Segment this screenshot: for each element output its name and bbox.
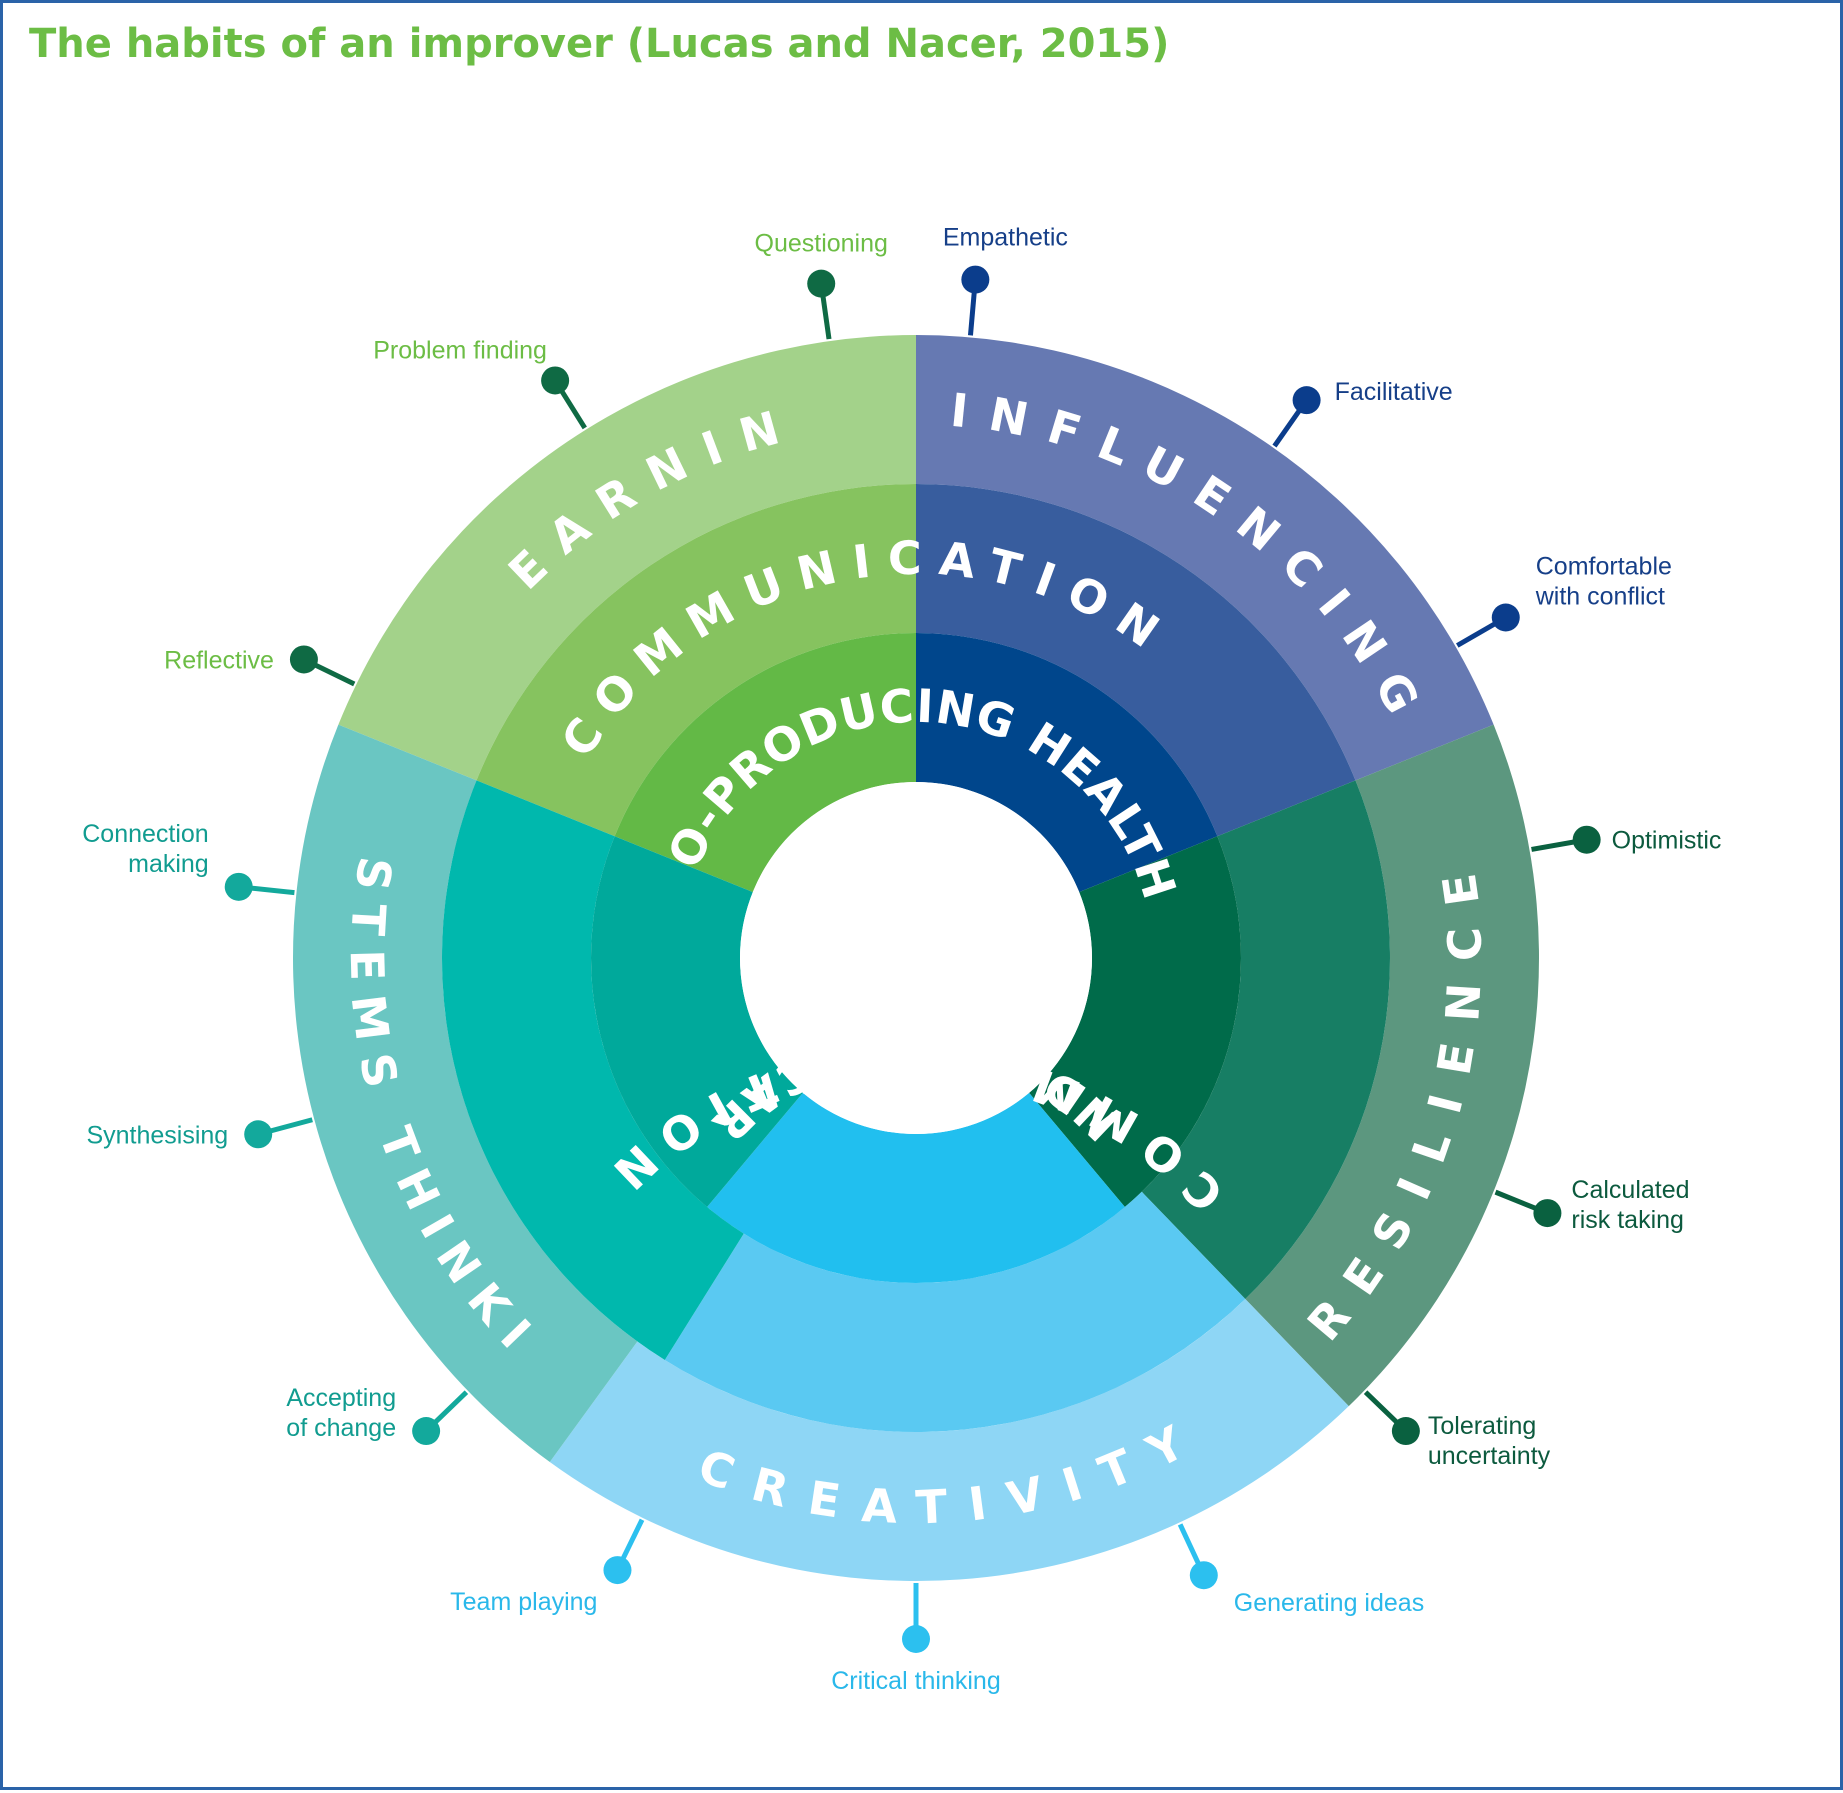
habit-dot	[1491, 603, 1520, 632]
middle-segment-influencing	[916, 484, 1356, 837]
inner-segment-creativity	[707, 1092, 1125, 1283]
page-title: The habits of an improver (Lucas and Nac…	[29, 21, 1170, 67]
habit-dot	[1533, 1199, 1562, 1228]
habit-label-generating-ideas: Generating ideas	[1234, 1589, 1424, 1617]
habit-label-critical-thinking: Critical thinking	[831, 1667, 1001, 1695]
habit-dot	[412, 1417, 441, 1446]
habit-dot	[1391, 1417, 1420, 1446]
habit-dot	[289, 645, 318, 674]
habit-label-questioning: Questioning	[755, 230, 888, 258]
habit-dot	[1292, 386, 1321, 415]
habit-label-problem-finding: Problem finding	[373, 336, 547, 364]
center-hole	[740, 782, 1092, 1134]
habit-dot	[603, 1556, 632, 1585]
habit-leaders	[224, 265, 1601, 1653]
middle-segment-learning	[476, 483, 916, 837]
habit-dot	[902, 1625, 930, 1653]
habit-dot	[961, 265, 990, 294]
habit-dot	[1189, 1561, 1218, 1590]
outer-segment-resilience	[1245, 724, 1539, 1407]
inner-segment-influencing	[916, 633, 1218, 893]
middle-segment-resilience	[1141, 780, 1390, 1299]
inner-segment-systems-thinking	[590, 836, 803, 1207]
habit-dot	[541, 366, 570, 395]
habit-dot	[224, 872, 253, 901]
habit-dot	[1572, 825, 1601, 854]
inner-segment-learning	[614, 633, 916, 893]
habit-label-team-playing: Team playing	[450, 1588, 597, 1616]
habit-label-synthesising: Synthesising	[86, 1121, 228, 1149]
habit-dot	[244, 1120, 273, 1149]
inner-segment-resilience	[1029, 836, 1241, 1207]
habit-label-empathetic: Empathetic	[943, 224, 1068, 252]
habits-wheel: LEARNINGINFLUENCINGRESILIENCECREATIVITYS…	[3, 3, 1721, 1695]
habit-label-reflective: Reflective	[164, 646, 274, 674]
outer-segment-creativity	[549, 1298, 1349, 1581]
habit-label-optimistic: Optimistic	[1612, 827, 1722, 855]
middle-segment-systems-thinking	[441, 780, 744, 1360]
habit-dot	[807, 269, 836, 298]
habit-label-facilitative: Facilitative	[1335, 378, 1453, 406]
outer-segment-systems-thinking	[293, 724, 638, 1463]
outer-segment-influencing	[916, 335, 1494, 781]
outer-segment-learning	[338, 335, 916, 781]
wheel-segments	[293, 335, 1539, 1581]
middle-segment-creativity	[664, 1191, 1246, 1432]
